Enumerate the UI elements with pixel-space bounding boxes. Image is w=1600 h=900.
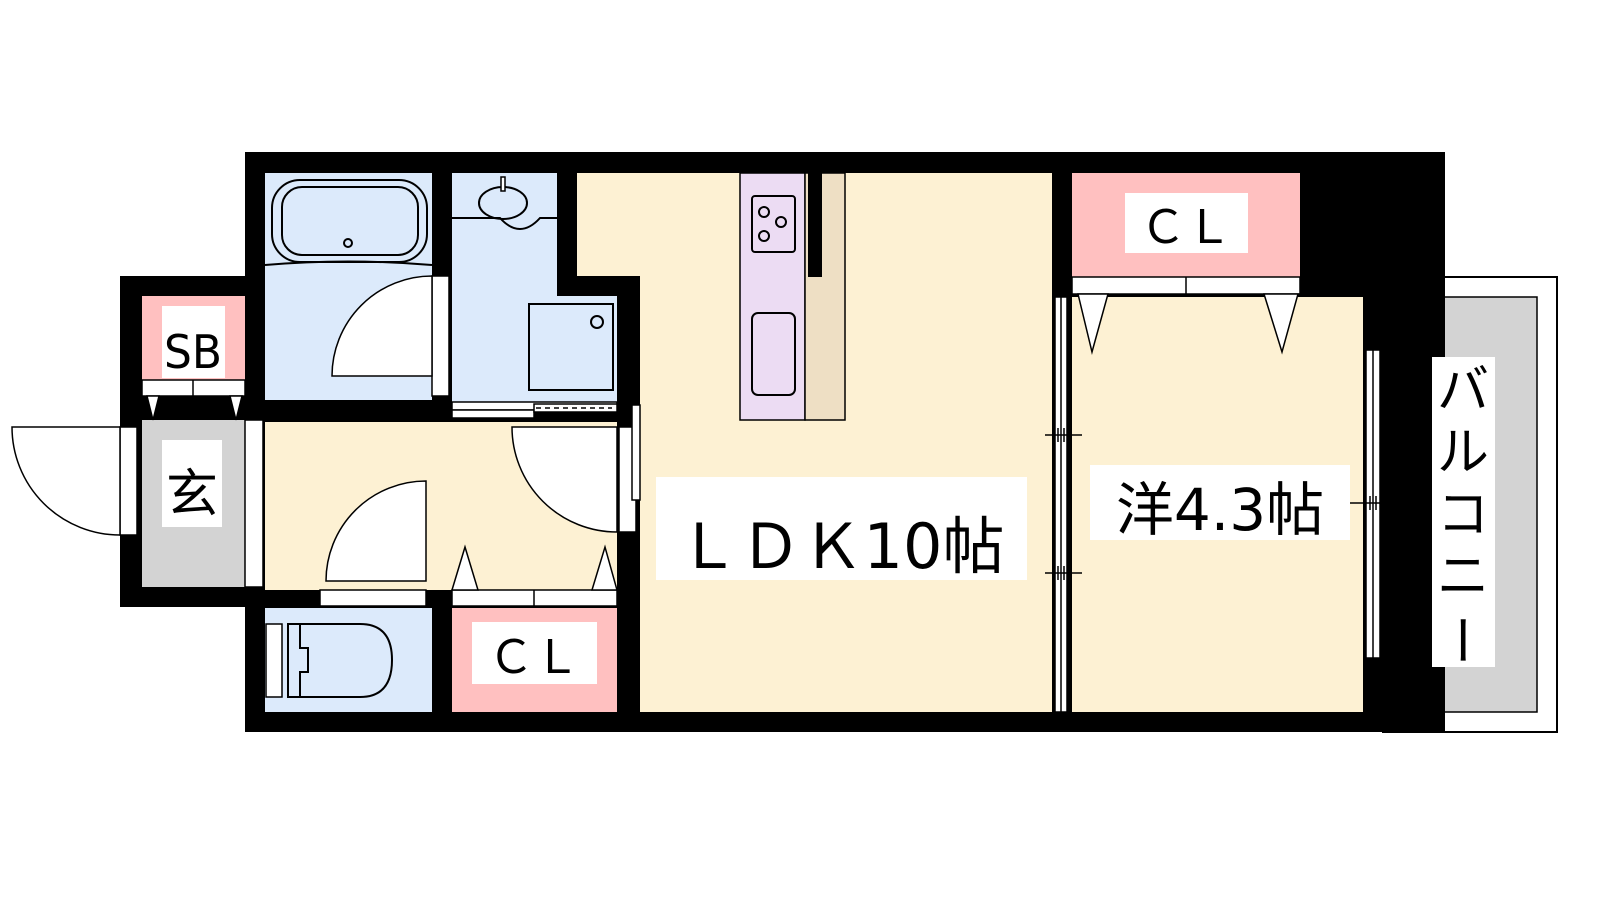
sb-label-bg	[162, 306, 225, 378]
entry-door	[11, 426, 121, 536]
kitchen-wall	[808, 173, 822, 277]
balcony-char: ル	[1437, 423, 1489, 483]
bath-door	[331, 275, 433, 377]
toilet-door	[325, 480, 427, 582]
hall-closet-label: ＣＬ	[488, 630, 580, 684]
sliding-door-marks	[536, 407, 1390, 580]
ldk-door	[511, 426, 618, 533]
stove-icon	[751, 195, 796, 253]
toilet-icon	[265, 623, 394, 698]
western-label-bg	[1090, 465, 1350, 540]
bedroom-closet-label: ＣＬ	[1140, 200, 1232, 254]
washbasin-icon	[452, 176, 557, 230]
sink-icon	[751, 312, 796, 396]
balcony-char: ー	[1430, 614, 1490, 666]
ldk-window	[631, 404, 641, 501]
doors	[11, 275, 1381, 713]
balcony-char: コ	[1437, 485, 1489, 545]
entrance-label-bg	[162, 440, 222, 527]
ldk-label-bg	[656, 477, 1027, 580]
closet-label-bg	[1125, 193, 1248, 253]
balcony-char: ニ	[1437, 547, 1489, 607]
hall-closet-label-bg	[472, 622, 597, 684]
entrance-label: 玄	[166, 465, 218, 525]
washroom	[452, 173, 617, 402]
washing-machine-icon	[528, 303, 614, 391]
shoe-box-label: SB	[164, 325, 222, 379]
bathtub-icon	[264, 179, 433, 266]
balcony-label-bg	[1432, 357, 1495, 667]
ldk-label: ＬＤＫ10帖	[678, 510, 1005, 583]
balcony-label: バ ル コ ニ ー	[1430, 361, 1490, 666]
western-label: 洋4.3帖	[1116, 476, 1324, 544]
balcony-char: バ	[1437, 361, 1489, 421]
